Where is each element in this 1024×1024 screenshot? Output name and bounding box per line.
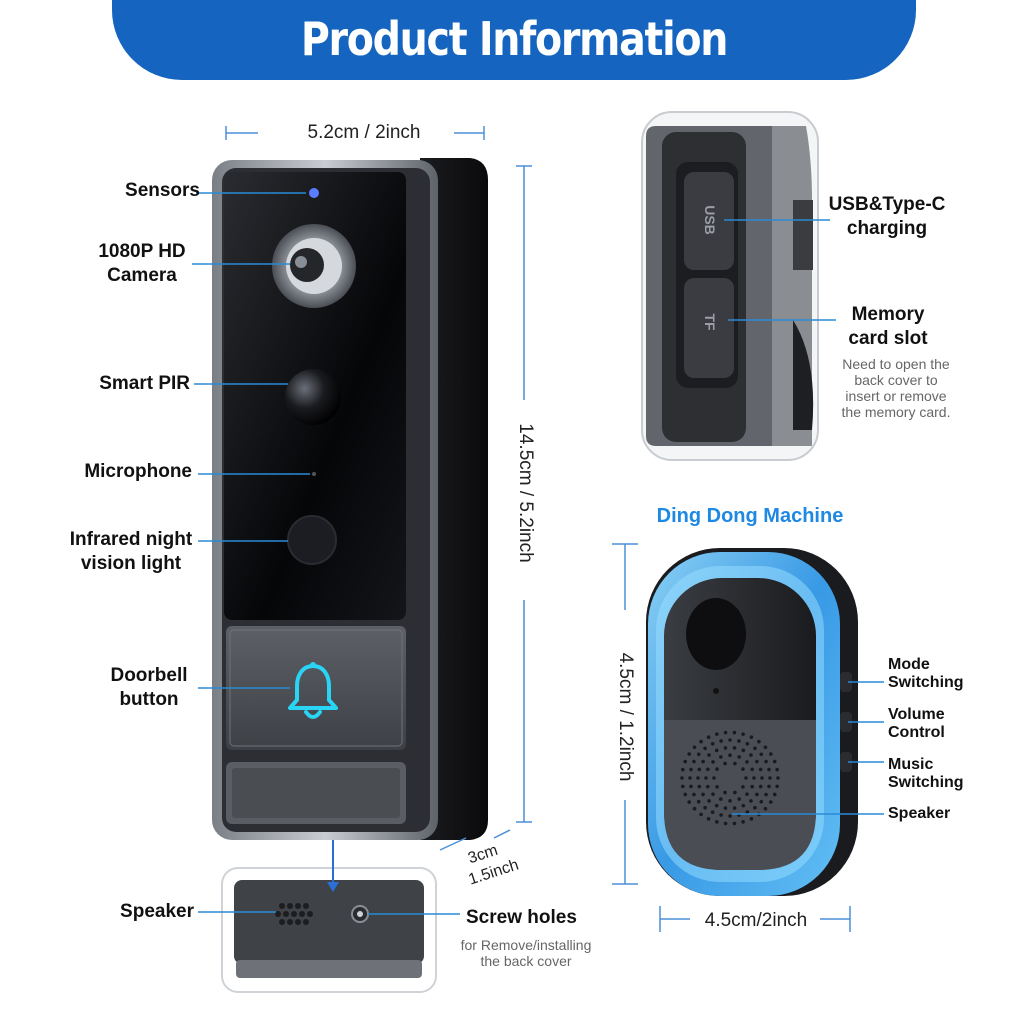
label-memory-line2: card slot — [848, 328, 928, 349]
label-chime-speaker: Speaker — [888, 805, 951, 822]
label-mode-switching: Mode Switching — [888, 656, 964, 692]
page-title: Product Information — [300, 12, 729, 66]
label-infrared-line1: Infrared night — [69, 529, 193, 550]
label-button-line1: Doorbell — [110, 665, 188, 686]
memory-note: Need to open the back cover to insert or… — [826, 356, 966, 420]
screw-note-line1: for Remove/installing — [460, 937, 592, 953]
label-volume-line1: Volume — [888, 706, 945, 723]
bell-icon — [288, 662, 338, 719]
label-camera: 1080P HD Camera — [82, 240, 202, 288]
label-sensors: Sensors — [125, 180, 200, 201]
label-volume-control: Volume Control — [888, 706, 945, 742]
label-mode-line2: Switching — [888, 674, 964, 691]
label-screw-holes: Screw holes — [466, 907, 577, 928]
label-infrared-line2: vision light — [80, 553, 182, 574]
label-usb-line1: USB&Type-C — [828, 194, 946, 215]
memory-note-line1: Need to open the — [842, 356, 950, 372]
memory-note-line4: the memory card. — [841, 404, 951, 420]
chime-height-label: 4.5cm / 1.2inch — [615, 652, 636, 782]
doorbell-width-label: 5.2cm / 2inch — [307, 122, 421, 143]
label-doorbell-button: Doorbell button — [92, 664, 206, 712]
label-doorbell-speaker: Speaker — [120, 901, 194, 922]
label-volume-line2: Control — [888, 724, 945, 741]
memory-note-line3: insert or remove — [845, 388, 947, 404]
label-music-line1: Music — [888, 756, 934, 773]
screw-note-line2: the back cover — [480, 953, 572, 969]
label-camera-line1: 1080P HD — [98, 241, 186, 262]
usb-port-label: USB — [702, 205, 718, 235]
chime-width-label: 4.5cm/2inch — [704, 910, 808, 931]
label-mode-line1: Mode — [888, 656, 930, 673]
memory-note-line2: back cover to — [854, 372, 938, 388]
label-memory-line1: Memory — [851, 304, 925, 325]
label-infrared: Infrared night vision light — [58, 528, 204, 576]
label-music-switching: Music Switching — [888, 756, 964, 792]
label-memory-slot: Memory card slot — [834, 303, 942, 351]
label-smart-pir: Smart PIR — [99, 373, 190, 394]
chime-title: Ding Dong Machine — [656, 505, 844, 527]
header-banner — [112, 0, 916, 80]
label-music-line2: Switching — [888, 774, 964, 791]
doorbell-height-label: 14.5cm / 5.2inch — [515, 423, 536, 563]
label-usb-charging: USB&Type-C charging — [824, 193, 950, 241]
label-camera-line2: Camera — [107, 265, 177, 286]
label-button-line2: button — [119, 689, 179, 710]
label-microphone: Microphone — [84, 461, 192, 482]
tf-port-label: TF — [702, 313, 718, 331]
screw-note: for Remove/installing the back cover — [446, 937, 606, 969]
label-usb-line2: charging — [846, 218, 928, 239]
